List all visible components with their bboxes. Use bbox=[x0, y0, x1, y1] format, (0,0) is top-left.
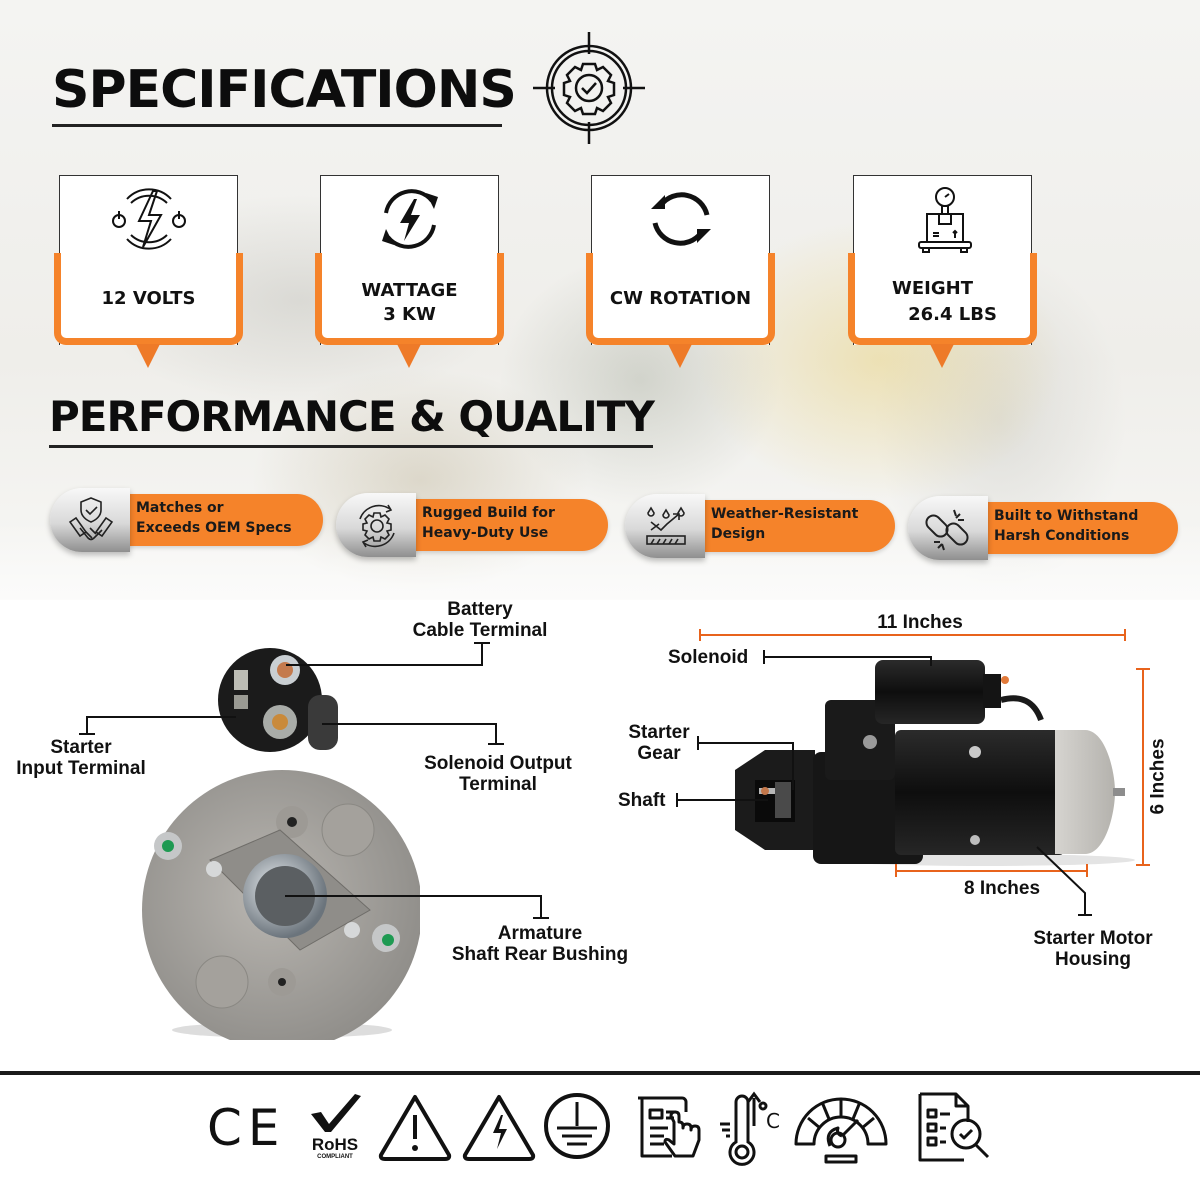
pointer-arrow bbox=[668, 344, 692, 368]
spec-weight-label: WEIGHT bbox=[892, 278, 973, 299]
high-voltage-icon bbox=[462, 1095, 536, 1161]
performance-gauge-icon bbox=[794, 1097, 888, 1164]
solenoid-label: Solenoid bbox=[668, 647, 749, 668]
battery-terminal-label: Battery Cable Terminal bbox=[412, 599, 548, 641]
pointer-arrow bbox=[930, 344, 954, 368]
spec-voltage-label: 12 VOLTS bbox=[101, 288, 196, 309]
footer-divider bbox=[0, 1071, 1200, 1075]
performance-heading: PERFORMANCE & QUALITY bbox=[49, 392, 655, 441]
spec-wattage-label: WATTAGE bbox=[361, 280, 458, 301]
dimension-body-line bbox=[896, 870, 1088, 872]
starter-input-label: Starter Input Terminal bbox=[16, 737, 146, 779]
rotation-icon bbox=[651, 192, 711, 246]
shaft-label: Shaft bbox=[618, 790, 666, 811]
starter-gear-label: Starter Gear bbox=[628, 722, 690, 764]
specifications-underline bbox=[52, 124, 502, 127]
weather-drops-icon bbox=[646, 506, 686, 545]
pointer-arrow bbox=[397, 344, 421, 368]
energy-cycle-icon bbox=[382, 189, 438, 249]
temperature-icon: C bbox=[720, 1091, 780, 1166]
power-bolt-icon bbox=[112, 188, 186, 250]
solenoid-output-label: Solenoid Output Terminal bbox=[424, 753, 572, 795]
dimension-height-label: 6 Inches bbox=[1147, 738, 1169, 815]
spec-card-wattage: WATTAGE 3 KW bbox=[315, 175, 505, 370]
weight-scale-icon bbox=[918, 187, 972, 253]
gear-cycle-icon bbox=[359, 504, 395, 548]
handshake-shield-icon bbox=[68, 497, 114, 541]
inspection-checklist-icon bbox=[918, 1092, 990, 1162]
spec-card-voltage: 12 VOLTS bbox=[54, 175, 244, 370]
starter-side-view-image bbox=[735, 660, 1135, 866]
dimension-body-label: 8 Inches bbox=[963, 878, 1041, 899]
armature-bushing-label: Armature Shaft Rear Bushing bbox=[451, 923, 629, 965]
starter-rear-view-image bbox=[142, 648, 420, 1040]
housing-label: Starter Motor Housing bbox=[1033, 928, 1153, 970]
spec-card-rotation: CW ROTATION bbox=[586, 175, 776, 370]
specifications-heading: SPECIFICATIONS bbox=[52, 60, 517, 120]
spec-weight-value: 26.4 LBS bbox=[908, 304, 997, 325]
spec-card-weight: WEIGHT 26.4 LBS bbox=[848, 175, 1038, 370]
target-gear-check-icon bbox=[533, 32, 645, 144]
dimension-height-line bbox=[1142, 669, 1144, 865]
housing-callout-line bbox=[1036, 846, 1092, 916]
dimension-length-label: 11 Inches bbox=[877, 612, 963, 633]
manual-touch-icon bbox=[638, 1096, 701, 1158]
chain-link-icon bbox=[925, 509, 969, 551]
spec-rotation-label: CW ROTATION bbox=[609, 288, 752, 309]
performance-underline bbox=[49, 445, 653, 448]
ground-symbol-icon bbox=[544, 1093, 610, 1159]
pointer-arrow bbox=[136, 344, 160, 368]
ce-mark-icon: CE bbox=[207, 1099, 286, 1157]
dimension-length-line bbox=[700, 634, 1126, 636]
spec-wattage-value: 3 KW bbox=[383, 304, 436, 325]
svg-text:C: C bbox=[766, 1109, 780, 1133]
warning-triangle-icon bbox=[378, 1095, 452, 1161]
rohs-icon: RoHS COMPLIANT bbox=[306, 1094, 364, 1161]
